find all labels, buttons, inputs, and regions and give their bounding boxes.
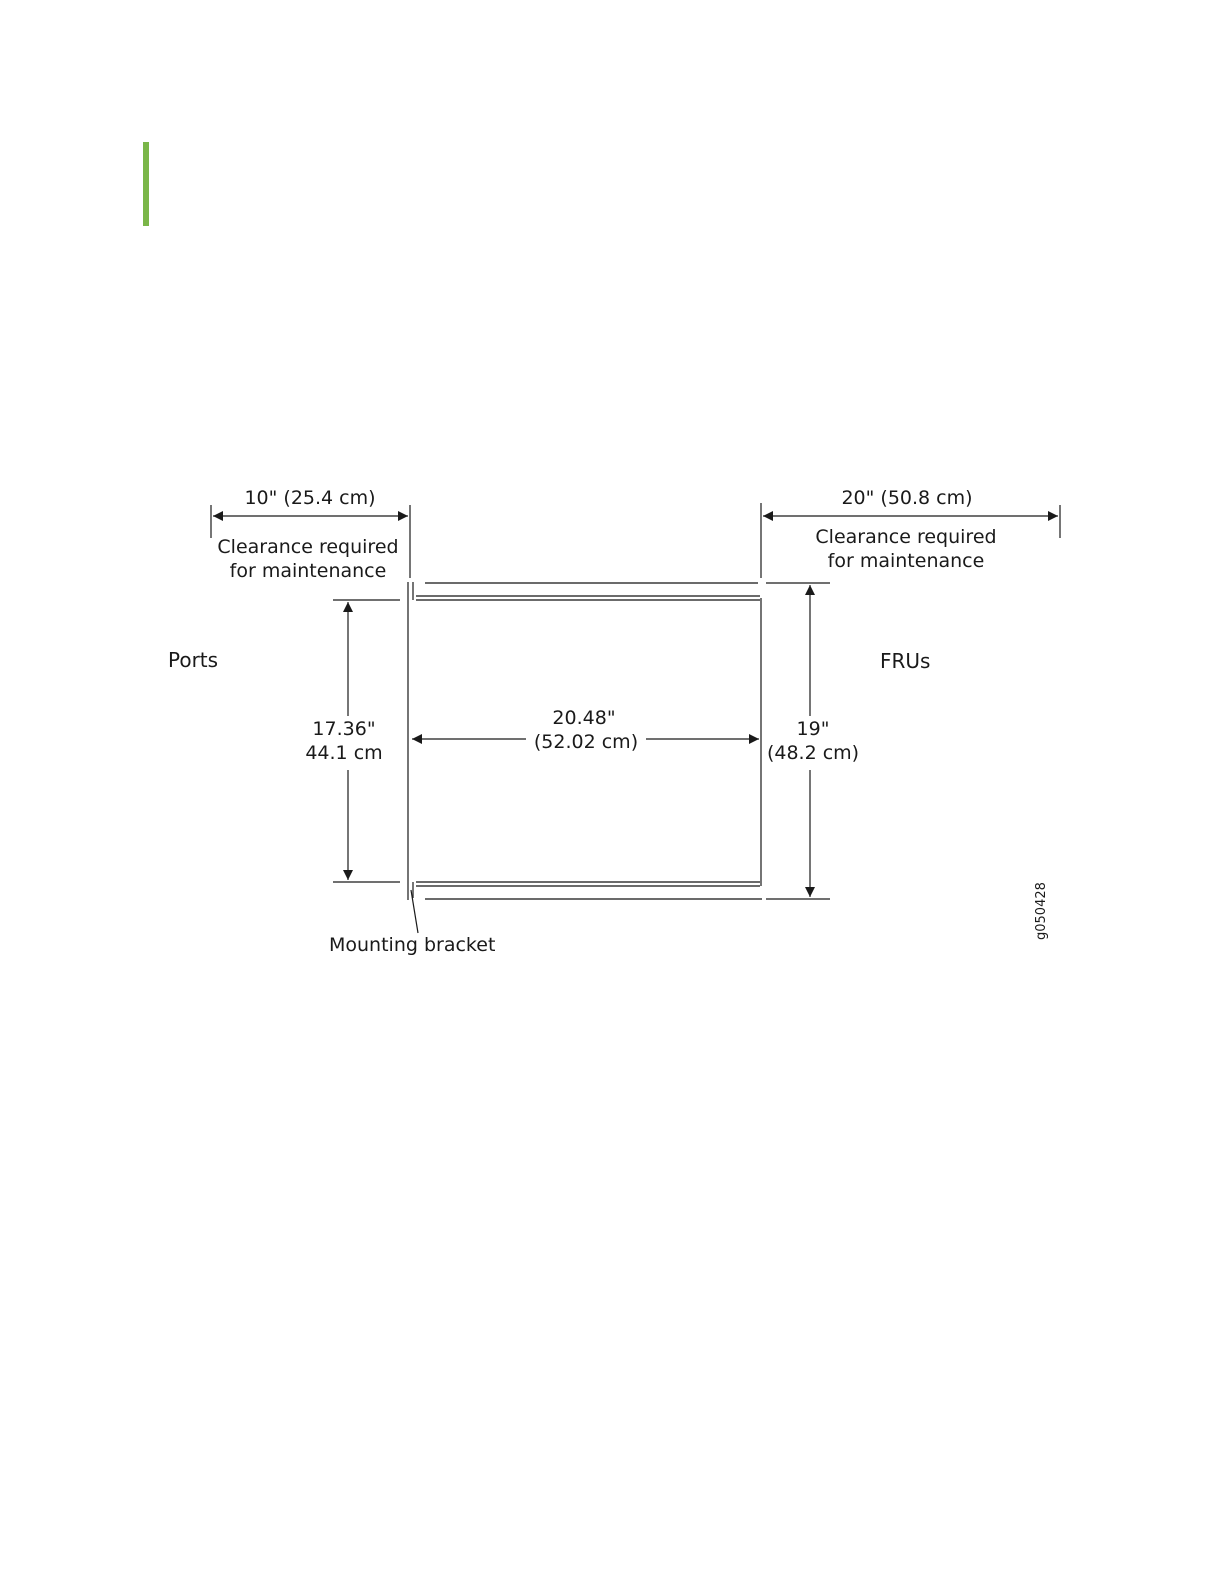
depth-text-line2: (52.02 cm) bbox=[534, 731, 638, 753]
right-clearance-dimension-text: 20" (50.8 cm) bbox=[841, 487, 972, 509]
inner-height-text-line2: 44.1 cm bbox=[305, 742, 382, 764]
mounting-bracket-leader-line bbox=[411, 890, 418, 933]
left-clearance-dimension-text: 10" (25.4 cm) bbox=[244, 487, 375, 509]
right-clearance-dimension: 20" (50.8 cm) Clearance required for mai… bbox=[761, 487, 1060, 578]
outer-height-dimension: 19" (48.2 cm) bbox=[766, 583, 859, 899]
mounting-bracket-callout: Mounting bracket bbox=[329, 890, 495, 956]
inner-height-dimension: 17.36" 44.1 cm bbox=[305, 600, 400, 882]
frus-label: FRUs bbox=[880, 649, 930, 673]
outer-height-text-line1: 19" bbox=[797, 718, 830, 740]
depth-dimension: 20.48" (52.02 cm) bbox=[412, 707, 759, 753]
mounting-bracket-label: Mounting bracket bbox=[329, 934, 495, 956]
depth-text-line1: 20.48" bbox=[552, 707, 615, 729]
outer-height-text-line2: (48.2 cm) bbox=[767, 742, 859, 764]
inner-height-text-line1: 17.36" bbox=[312, 718, 375, 740]
right-clearance-label-line1: Clearance required bbox=[815, 526, 996, 548]
figure-id: g050428 bbox=[1034, 882, 1049, 940]
ports-label: Ports bbox=[168, 648, 218, 672]
left-clearance-dimension: 10" (25.4 cm) Clearance required for mai… bbox=[211, 487, 410, 582]
left-clearance-label-line1: Clearance required bbox=[217, 536, 398, 558]
left-clearance-label-line2: for maintenance bbox=[230, 560, 387, 582]
right-clearance-label-line2: for maintenance bbox=[828, 550, 985, 572]
